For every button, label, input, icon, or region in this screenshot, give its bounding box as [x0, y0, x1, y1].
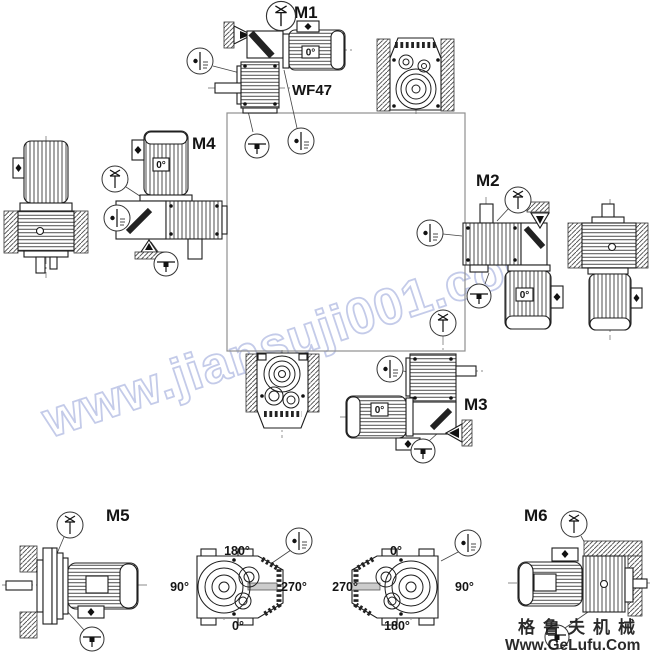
breather-vent-icon	[101, 165, 129, 193]
angle-bottom-label: 0°	[232, 619, 244, 633]
angle-view-right: 0° 270° 90° 180°	[332, 544, 474, 633]
output-shaft	[350, 582, 381, 591]
motor-angle-badge: 0°	[515, 287, 534, 302]
gear-housing	[462, 222, 522, 266]
m2-assembly: 0°	[462, 201, 564, 330]
svg-text:0°: 0°	[306, 48, 316, 59]
oil-drain-icon	[466, 283, 492, 309]
output-shaft	[35, 256, 46, 274]
angle-view-left: 180° 90° 270° 0°	[170, 544, 307, 633]
breather-vent-icon	[56, 511, 84, 539]
gear-housing	[240, 61, 280, 109]
svg-text:0°: 0°	[156, 160, 166, 171]
output-shaft	[187, 238, 203, 260]
angle-top-label: 0°	[390, 544, 402, 558]
breather-vent-icon	[504, 186, 532, 214]
svg-text:0°: 0°	[375, 405, 385, 416]
breather-vent-icon	[429, 309, 457, 337]
wall-hatch	[635, 222, 649, 269]
m3-label: M3	[464, 395, 488, 414]
wall-hatch	[3, 210, 19, 254]
m4-label: M4	[192, 134, 216, 153]
logo-chinese-text: 格鲁夫机械	[518, 617, 643, 637]
angle-bottom-label: 180°	[384, 619, 410, 633]
gear-housing	[409, 353, 457, 403]
oil-drain-icon	[153, 251, 179, 277]
logo: 格鲁夫机械 Www.GeLufu.Com	[505, 617, 643, 654]
oil-drain-icon	[244, 133, 270, 159]
m2-front-view	[567, 203, 649, 331]
wall-hatch	[440, 38, 455, 112]
oil-level-icon	[186, 47, 214, 75]
m1-front-view	[376, 37, 455, 112]
m4-assembly: 0°	[115, 130, 228, 260]
product-code-label: WF47	[292, 82, 332, 99]
wall-hatch	[567, 222, 583, 269]
angle-left-label: 90°	[170, 580, 189, 594]
angle-right-label: 270°	[281, 580, 307, 594]
wall-hatch	[245, 353, 258, 413]
gear-teeth	[260, 556, 282, 618]
oil-level-icon	[285, 527, 313, 555]
oil-level-icon	[287, 127, 315, 155]
oil-level-icon	[454, 529, 482, 557]
gear-teeth	[353, 556, 375, 618]
angle-top-label: 180°	[224, 544, 250, 558]
oil-level-icon	[416, 219, 444, 247]
m3-assembly: 0°	[345, 353, 477, 451]
oil-level-icon	[376, 355, 404, 383]
angle-left-label: 270°	[332, 580, 358, 594]
wall-hatch	[461, 419, 473, 447]
wall-hatch	[73, 210, 89, 254]
wall-hatch	[223, 21, 235, 49]
svg-text:0°: 0°	[520, 290, 530, 301]
breather-vent-icon	[265, 0, 297, 32]
m4-front-view	[3, 140, 89, 274]
m6-label: M6	[524, 506, 548, 525]
angle-right-label: 90°	[455, 580, 474, 594]
output-shaft	[632, 578, 648, 589]
motor	[23, 140, 69, 204]
wall-hatch	[19, 545, 38, 573]
output-shaft	[214, 82, 242, 94]
oil-drain-icon	[79, 626, 105, 652]
motor-angle-badge: 0°	[152, 157, 170, 172]
gear-housing	[17, 210, 75, 252]
breather-vent-icon	[560, 510, 588, 538]
wall-hatch	[19, 611, 38, 639]
motor-angle-badge: 0°	[370, 402, 389, 417]
motor	[345, 395, 407, 439]
output-shaft	[455, 365, 477, 377]
m1-label: M1	[294, 3, 318, 22]
output-shaft	[5, 580, 33, 591]
logo-url-text: Www.GeLufu.Com	[505, 637, 640, 654]
motor-angle-badge: 0°	[301, 45, 320, 59]
output-shaft	[479, 203, 494, 224]
oil-drain-icon	[410, 438, 436, 464]
wall-hatch	[376, 38, 391, 112]
m1-assembly: 0°	[214, 20, 346, 114]
wall-hatch	[583, 540, 643, 557]
m6-assembly	[517, 540, 648, 617]
bottom-front-view	[245, 352, 320, 429]
wall-hatch	[307, 353, 320, 413]
m5-assembly	[5, 545, 139, 639]
m2-label: M2	[476, 171, 500, 190]
m5-label: M5	[106, 506, 130, 525]
oil-level-icon	[103, 204, 131, 232]
